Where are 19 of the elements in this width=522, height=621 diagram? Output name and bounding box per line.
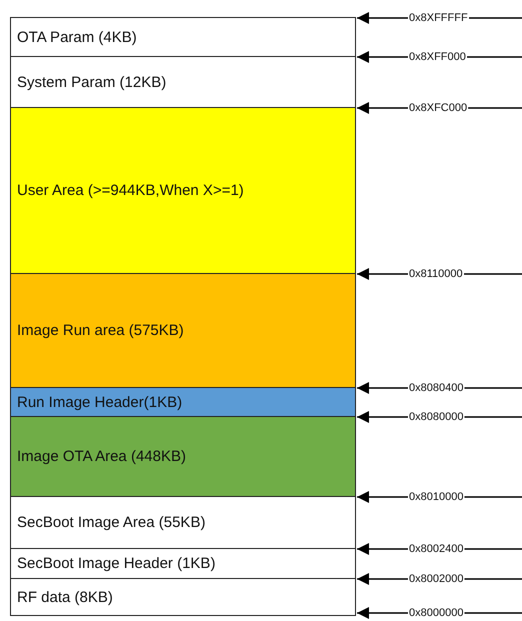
arrow xyxy=(357,543,408,555)
memory-region: Run Image Header(1KB) xyxy=(10,387,356,417)
arrow xyxy=(357,102,408,114)
memory-region: RF data (8KB) xyxy=(10,578,356,616)
memory-region: SecBoot Image Header (1KB) xyxy=(10,548,356,579)
arrow xyxy=(357,573,408,585)
memory-region: User Area (>=944KB,When X>=1) xyxy=(10,107,356,274)
arrow xyxy=(357,382,408,394)
arrow xyxy=(357,51,408,63)
memory-region: OTA Param (4KB) xyxy=(10,17,356,57)
memory-region: Image OTA Area (448KB) xyxy=(10,416,356,497)
arrow xyxy=(357,607,408,619)
arrow xyxy=(357,491,408,503)
memory-region: Image Run area (575KB) xyxy=(10,273,356,388)
arrow xyxy=(357,411,408,423)
memory-region: System Param (12KB) xyxy=(10,56,356,108)
arrow xyxy=(357,268,408,280)
arrow xyxy=(357,12,408,24)
memory-region: SecBoot Image Area (55KB) xyxy=(10,496,356,549)
